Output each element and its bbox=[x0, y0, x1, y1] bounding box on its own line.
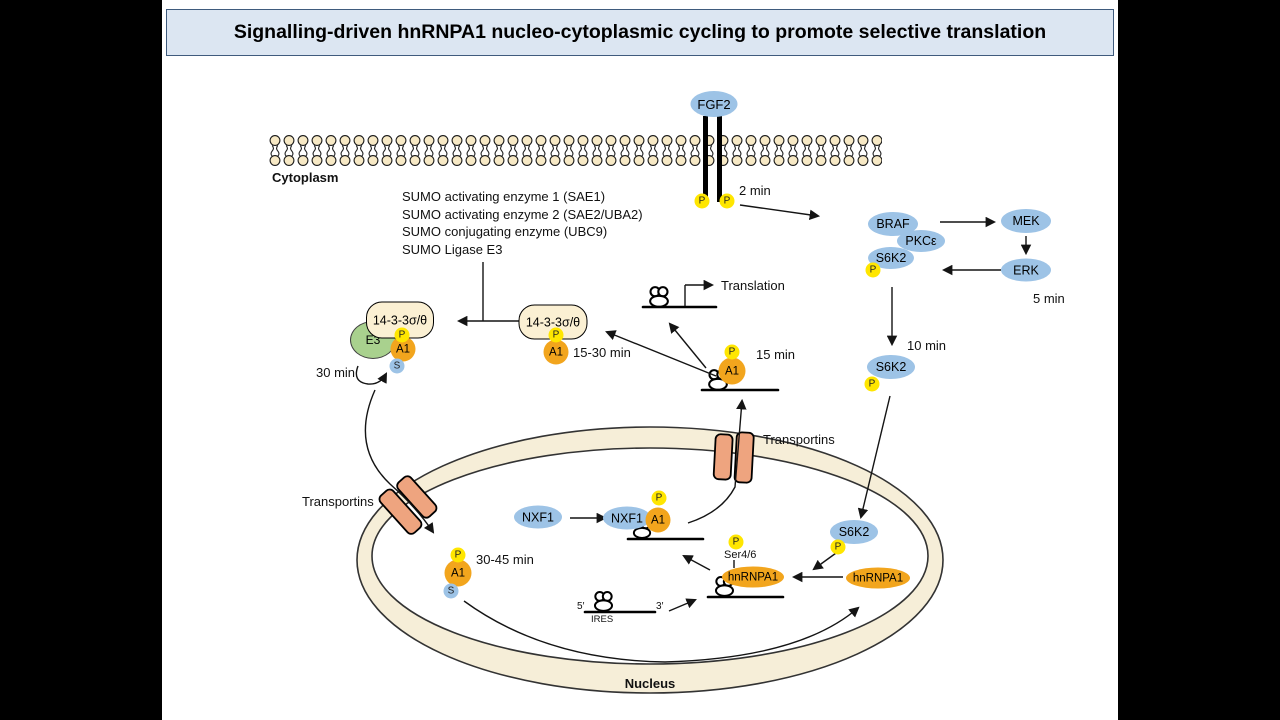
sumo-enzyme-line: SUMO activating enzyme 2 (SAE2/UBA2) bbox=[402, 206, 643, 222]
pathway-arrows bbox=[355, 204, 1032, 663]
sumo-badge: S bbox=[389, 358, 405, 374]
arrow-handoff-to-nxf1 bbox=[682, 555, 711, 571]
translation-label: Translation bbox=[721, 278, 785, 293]
phospho-badge: P bbox=[694, 193, 710, 209]
node-s6k2-complex: S6K2 bbox=[868, 247, 914, 269]
node-a1-14-3-3: A1 bbox=[543, 339, 569, 365]
timing-sumoylation: 30 min bbox=[316, 365, 356, 380]
timing-erk-loop: 5 min bbox=[1033, 291, 1065, 306]
timing-import: 30-45 min bbox=[476, 552, 534, 567]
transportins-label-right: Transportins bbox=[763, 432, 835, 447]
node-a1-nxf1: A1 bbox=[645, 507, 671, 533]
phospho-badge: P bbox=[830, 539, 846, 555]
ribosome-icon bbox=[593, 590, 614, 612]
sumo-enzyme-line: SUMO Ligase E3 bbox=[402, 241, 503, 257]
phospho-badge: P bbox=[864, 376, 880, 392]
node-fgf2: FGF2 bbox=[690, 91, 738, 117]
phospho-badge: P bbox=[394, 327, 410, 343]
nucleus-envelope bbox=[356, 426, 944, 694]
arrow-s6k2-into-nucleus bbox=[857, 395, 891, 520]
transportins-label-left: Transportins bbox=[302, 494, 374, 509]
node-nxf1-bound: NXF1 bbox=[603, 506, 651, 530]
node-braf: BRAF bbox=[868, 212, 918, 236]
node-erk: ERK bbox=[1001, 258, 1051, 282]
node-pkce: PKCε bbox=[897, 230, 945, 252]
arrow-a1-to-14-3-3 bbox=[605, 330, 717, 377]
sumo-enzyme-list: SUMO activating enzyme 1 (SAE1) SUMO act… bbox=[402, 188, 643, 258]
ser46-label: Ser4/6 bbox=[724, 549, 757, 561]
node-s6k2-cytoplasm: S6K2 bbox=[867, 355, 915, 379]
phospho-badge: P bbox=[651, 490, 667, 506]
timing-s6k2: 10 min bbox=[907, 338, 947, 353]
arrow-mrna-export bbox=[687, 398, 747, 524]
title-bar: Signalling-driven hnRNPA1 nucleo-cytopla… bbox=[166, 9, 1114, 56]
five-prime-label: 5′ bbox=[577, 601, 585, 612]
ribosome-icon bbox=[649, 286, 669, 308]
sumo-enzyme-line: SUMO activating enzyme 1 (SAE1) bbox=[402, 189, 606, 204]
three-prime-label: 3′ bbox=[656, 601, 664, 612]
arrow-30min-cycle bbox=[355, 365, 388, 385]
phospho-badge: P bbox=[450, 547, 466, 563]
arrow-a1-recycle bbox=[463, 600, 860, 663]
transportin-channel-left bbox=[378, 475, 438, 535]
node-hnrnpa1-free: hnRNPA1 bbox=[846, 567, 910, 589]
node-a1-mrna: A1 bbox=[718, 357, 746, 385]
ires-label: IRES bbox=[591, 614, 614, 625]
node-a1-imported: A1 bbox=[444, 559, 472, 587]
node-mek: MEK bbox=[1001, 209, 1051, 233]
arrow-a1-release-to-mrna bbox=[668, 322, 707, 369]
fgf-receptor bbox=[703, 116, 722, 202]
node-nxf1: NXF1 bbox=[514, 505, 562, 529]
cytoplasm-label: Cytoplasm bbox=[272, 170, 339, 185]
arrow-fgf2-to-braf bbox=[739, 204, 821, 221]
sumo-badge: S bbox=[443, 583, 459, 599]
nucleus-label: Nucleus bbox=[624, 676, 676, 691]
page-title: Signalling-driven hnRNPA1 nucleo-cytopla… bbox=[233, 21, 1047, 43]
node-hnrnpa1-mrna: hnRNPA1 bbox=[722, 566, 784, 588]
timing-receptor: 2 min bbox=[739, 183, 771, 198]
timing-14-3-3: 15-30 min bbox=[573, 345, 631, 360]
transportin-channel-right bbox=[712, 431, 755, 484]
phospho-badge: P bbox=[724, 344, 740, 360]
phospho-badge: P bbox=[548, 327, 564, 343]
timing-mrna-a1: 15 min bbox=[756, 347, 796, 362]
plasma-membrane bbox=[268, 134, 882, 167]
arrow-a1-import bbox=[364, 389, 435, 534]
phospho-badge: P bbox=[728, 534, 744, 550]
arrow-ires-to-hnrnpa1 bbox=[668, 598, 697, 612]
phospho-badge: P bbox=[719, 193, 735, 209]
phospho-badge: P bbox=[865, 262, 881, 278]
sumo-enzyme-line: SUMO conjugating enzyme (UBC9) bbox=[402, 224, 608, 240]
